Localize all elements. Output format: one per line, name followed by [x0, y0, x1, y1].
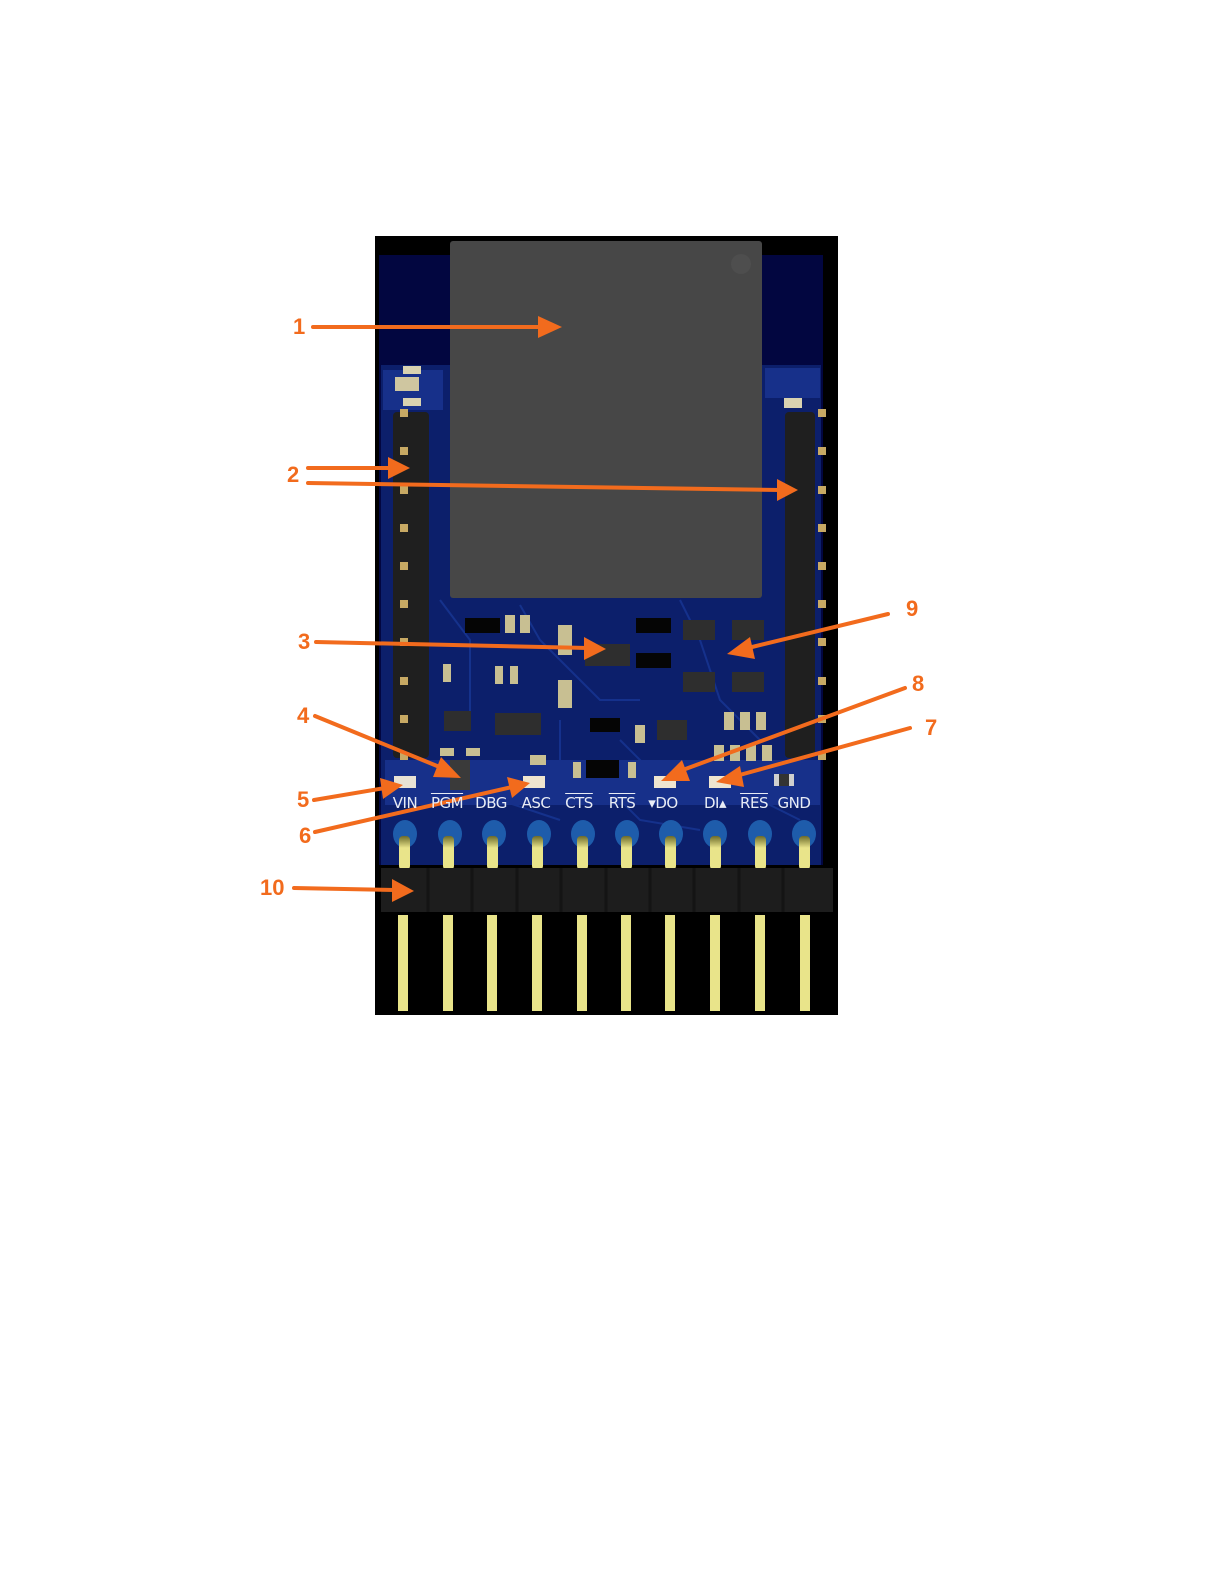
pin-label-pgm: PGM — [430, 794, 464, 812]
callout-number-5: 5 — [297, 787, 310, 812]
pin-label-do: ▾DO — [648, 794, 678, 812]
asc-led — [523, 776, 545, 788]
callout-number-10: 10 — [260, 875, 285, 900]
module-shield — [450, 241, 762, 598]
pin-label-res: RES — [740, 794, 768, 812]
bottom-pin-header — [381, 868, 833, 1011]
callout-number-6: 6 — [299, 823, 312, 848]
pin-label-vin: VIN — [392, 794, 418, 812]
pin-label-asc: ASC — [521, 794, 551, 812]
pgm-component — [450, 760, 470, 790]
pin-label-gnd: GND — [777, 794, 811, 812]
callout-number-1: 1 — [293, 314, 306, 339]
pin-label-cts: CTS — [565, 794, 593, 812]
left-side-header — [393, 409, 429, 760]
pin-label-dbg: DBG — [475, 794, 507, 812]
callout-number-3: 3 — [298, 629, 311, 654]
callout-number-7: 7 — [925, 715, 938, 740]
component-cluster — [440, 615, 772, 778]
callout-number-9: 9 — [906, 596, 919, 621]
callout-number-2: 2 — [287, 462, 300, 487]
callout-arrows — [292, 316, 912, 902]
callout-number-4: 4 — [297, 703, 310, 728]
pin-label-rts: RTS — [608, 794, 636, 812]
pin-label-di: DI▴ — [703, 794, 727, 812]
callout-number-8: 8 — [912, 671, 925, 696]
